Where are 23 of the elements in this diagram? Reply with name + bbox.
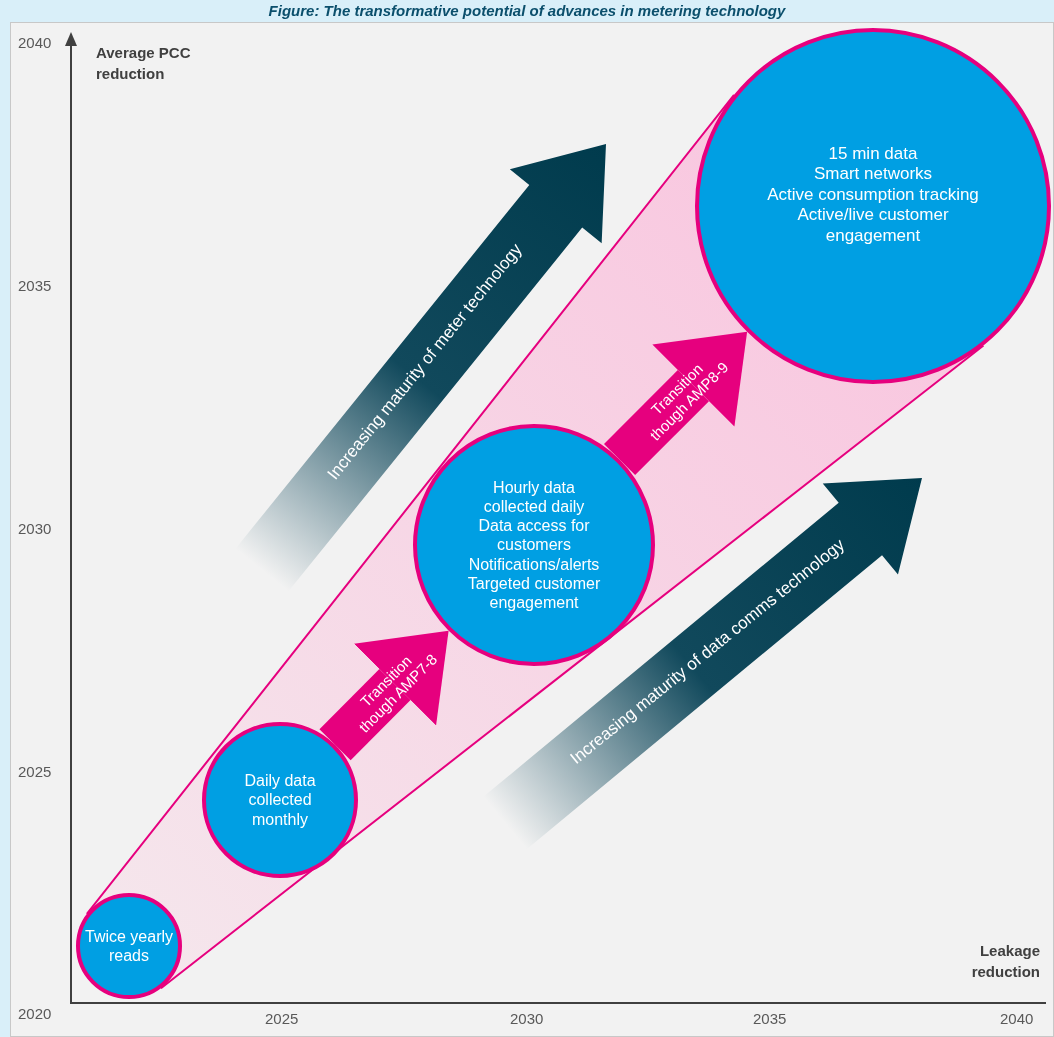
tick-label: 2025 — [265, 1010, 299, 1027]
tick-label: 2040 — [1000, 1010, 1034, 1027]
tick-label: 2020 — [18, 1005, 52, 1022]
stage-text: Active consumption tracking — [766, 184, 980, 206]
stage-text: Data access for customers — [477, 516, 591, 555]
stage-text: Smart networks — [812, 164, 934, 185]
tick-label: 2035 — [18, 277, 52, 294]
stage-text: Targeted customer engagement — [466, 573, 602, 613]
stage-text: Notifications/alerts — [467, 554, 601, 574]
tick-label: 2030 — [18, 520, 52, 537]
tick-label: 2035 — [753, 1010, 787, 1027]
stage-text: Daily data collected monthly — [243, 771, 317, 829]
stage-text: Active/live customer engagement — [796, 205, 950, 246]
axis-title: Average PCC reduction — [96, 43, 192, 84]
stage-text: 15 min data — [827, 144, 919, 165]
tick-label: 2025 — [18, 763, 52, 780]
transition-arrow — [604, 331, 748, 475]
figure-title: Figure: The transformative potential of advances in metering technology — [267, 2, 787, 19]
stage-text: Hourly data collected daily — [482, 477, 586, 517]
stage-text: Twice yearly reads — [84, 926, 174, 966]
tick-label: 2040 — [18, 34, 52, 51]
axis-title: Leakage reduction — [970, 941, 1040, 982]
tick-label: 2030 — [510, 1010, 544, 1027]
